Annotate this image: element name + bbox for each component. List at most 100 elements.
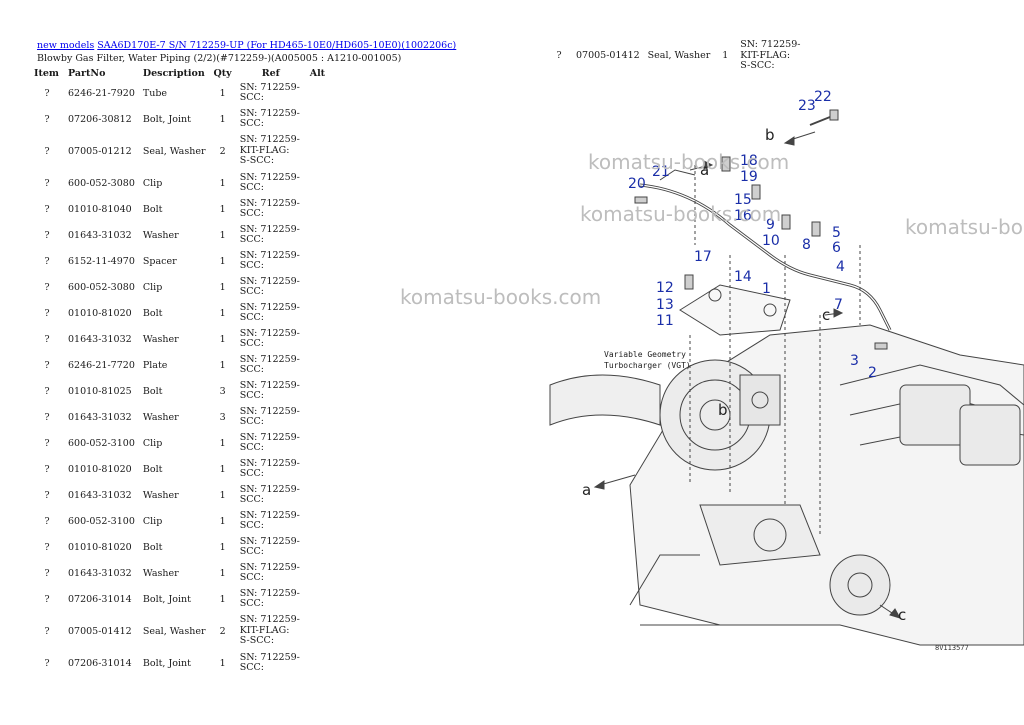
cell-description: Bolt, Joint bbox=[142, 657, 191, 669]
callout-18[interactable]: 18 bbox=[740, 153, 758, 169]
cell-alt bbox=[306, 300, 334, 326]
callout-11[interactable]: 11 bbox=[656, 313, 674, 329]
callout-23[interactable]: 23 bbox=[798, 98, 816, 114]
cell-qty: 1 bbox=[219, 515, 226, 527]
callout-22[interactable]: 22 bbox=[814, 89, 832, 105]
watermark: komatsu-books.com bbox=[905, 215, 1024, 239]
callout-15[interactable]: 15 bbox=[734, 192, 752, 208]
cell-alt bbox=[306, 222, 334, 248]
cell-item: ? bbox=[44, 229, 50, 241]
callout-1[interactable]: 1 bbox=[762, 281, 771, 297]
callout-4[interactable]: 4 bbox=[836, 259, 845, 275]
callout-16[interactable]: 16 bbox=[734, 208, 752, 224]
cell-alt bbox=[306, 560, 334, 586]
header-ref: Ref bbox=[261, 67, 280, 79]
vgt-label-line1: Variable Geometry bbox=[604, 350, 686, 359]
cell-alt bbox=[306, 482, 334, 508]
cell-qty: 1 bbox=[219, 657, 226, 669]
callout-2[interactable]: 2 bbox=[868, 365, 877, 381]
cell-partno: 6246-21-7920 bbox=[68, 87, 135, 99]
cell-item: ? bbox=[44, 541, 50, 553]
cell-partno: 01010-81020 bbox=[68, 541, 132, 553]
cell-ref: SN: 712259-SCC: bbox=[239, 379, 300, 401]
cell-description: Washer bbox=[142, 411, 179, 423]
cell-ref: SN: 712259-SCC: bbox=[239, 327, 300, 349]
callout-13[interactable]: 13 bbox=[656, 297, 674, 313]
cell-item: ? bbox=[556, 50, 562, 62]
callout-9[interactable]: 9 bbox=[766, 217, 775, 233]
cell-alt bbox=[306, 534, 334, 560]
cell-qty: 1 bbox=[219, 593, 226, 605]
cell-alt bbox=[306, 170, 334, 196]
cell-ref: SN: 712259-SCC: bbox=[239, 405, 300, 427]
cell-qty: 3 bbox=[219, 385, 226, 397]
header-qty: Qty bbox=[213, 67, 232, 79]
callout-3[interactable]: 3 bbox=[850, 353, 859, 369]
cell-item: ? bbox=[44, 437, 50, 449]
callout-5[interactable]: 5 bbox=[832, 225, 841, 241]
cell-alt bbox=[306, 404, 334, 430]
cell-item: ? bbox=[44, 625, 50, 637]
diagram-letter-b: b bbox=[765, 126, 775, 144]
watermark: komatsu-books.com bbox=[400, 285, 602, 309]
cell-ref: SN: 712259-SCC: bbox=[239, 249, 300, 271]
cell-item: ? bbox=[44, 281, 50, 293]
cell-description: Bolt bbox=[142, 385, 163, 397]
breadcrumb-link-new-models[interactable]: new models bbox=[37, 40, 95, 51]
cell-ref: SN: 712259-SCC: bbox=[239, 509, 300, 531]
cell-partno: 01010-81020 bbox=[68, 307, 132, 319]
cell-description: Clip bbox=[142, 281, 163, 293]
cell-ref: SN: 712259-SCC: bbox=[239, 431, 300, 453]
cell-ref: SN: 712259-KIT-FLAG: S-SCC: bbox=[239, 614, 300, 647]
callout-21[interactable]: 21 bbox=[652, 164, 670, 180]
cell-partno: 600-052-3100 bbox=[68, 437, 135, 449]
watermark: komatsu-books.com bbox=[588, 150, 790, 174]
cell-partno: 01010-81025 bbox=[68, 385, 132, 397]
cell-description: Bolt bbox=[142, 203, 163, 215]
cell-alt bbox=[306, 378, 334, 404]
cell-item: ? bbox=[44, 657, 50, 669]
cell-ref: SN: 712259-SCC: bbox=[239, 197, 300, 219]
cell-item: ? bbox=[44, 359, 50, 371]
cell-partno: 01643-31032 bbox=[68, 229, 132, 241]
callout-20[interactable]: 20 bbox=[628, 176, 646, 192]
parts-diagram: Variable Geometry Turbocharger (VGT) 8V1… bbox=[549, 89, 1024, 652]
callout-14[interactable]: 14 bbox=[734, 269, 752, 285]
breadcrumb-link-model[interactable]: SAA6D170E-7 S/N 712259-UP (For HD465-10E… bbox=[97, 40, 457, 51]
cell-item: ? bbox=[44, 463, 50, 475]
cell-partno: 07206-31014 bbox=[68, 593, 132, 605]
cell-item: ? bbox=[44, 593, 50, 605]
callout-12[interactable]: 12 bbox=[656, 280, 674, 296]
callout-10[interactable]: 10 bbox=[762, 233, 780, 249]
cell-qty: 1 bbox=[219, 203, 226, 215]
cell-item: ? bbox=[44, 567, 50, 579]
cell-description: Washer bbox=[142, 229, 179, 241]
cell-alt bbox=[306, 106, 334, 132]
header-description: Description bbox=[142, 67, 205, 79]
callout-19[interactable]: 19 bbox=[740, 169, 758, 185]
breadcrumb: new models SAA6D170E-7 S/N 712259-UP (Fo… bbox=[37, 40, 456, 51]
diagram-letter-a: a bbox=[582, 481, 591, 499]
cell-ref: SN: 712259-KIT-FLAG: S-SCC: bbox=[239, 134, 300, 167]
callout-17[interactable]: 17 bbox=[694, 249, 712, 265]
cell-alt bbox=[306, 430, 334, 456]
cell-description: Spacer bbox=[142, 255, 177, 267]
cell-item: ? bbox=[44, 203, 50, 215]
cell-alt bbox=[306, 586, 334, 612]
callout-6[interactable]: 6 bbox=[832, 240, 841, 256]
callout-8[interactable]: 8 bbox=[802, 237, 811, 253]
callout-7[interactable]: 7 bbox=[834, 297, 843, 313]
cell-alt bbox=[306, 456, 334, 482]
cell-description: Tube bbox=[142, 87, 168, 99]
cell-ref: SN: 712259-SCC: bbox=[239, 223, 300, 245]
cell-qty: 1 bbox=[219, 281, 226, 293]
